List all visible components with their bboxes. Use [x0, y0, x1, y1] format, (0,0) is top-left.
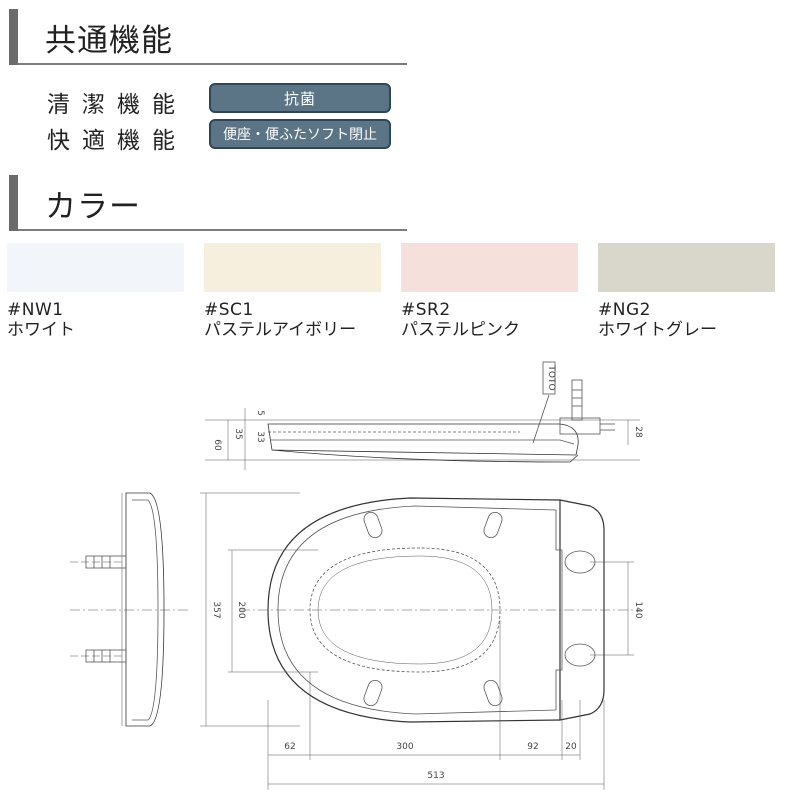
feature-label-comfort: 快適機能 — [47, 128, 187, 154]
feature-label-cleanliness: 清潔機能 — [47, 92, 187, 118]
dim-side-33: 33 — [255, 431, 265, 442]
dim-side-35: 35 — [233, 428, 243, 439]
top-view — [200, 492, 640, 790]
color-name: パステルピンク — [401, 320, 520, 340]
dim-width-62: 62 — [284, 742, 295, 752]
color-section-header: カラー — [9, 175, 407, 231]
side-view — [205, 361, 640, 470]
dim-width-513: 513 — [427, 771, 444, 781]
edge-view — [70, 492, 190, 727]
color-name: ホワイトグレー — [598, 320, 717, 340]
common-section-title: 共通機能 — [45, 23, 173, 59]
section-rule — [18, 229, 407, 231]
feature-badge-antibacterial: 抗菌 — [209, 83, 391, 113]
dim-side-5: 5 — [255, 410, 265, 416]
color-item-sr2: #SR2 パステルピンク — [401, 243, 578, 341]
hinge-bolt-bottom — [70, 649, 127, 663]
section-rule — [18, 63, 407, 65]
color-swatch — [7, 243, 184, 292]
feature-badge-soft-close: 便座・便ふたソフト閉止 — [209, 119, 391, 149]
hinge-bolt-top — [70, 555, 127, 569]
color-swatch — [401, 243, 578, 292]
dim-side-28: 28 — [633, 426, 643, 438]
color-code: #NG2 — [598, 300, 651, 320]
section-bar — [9, 175, 18, 231]
dim-height-200: 200 — [236, 601, 246, 618]
dim-width-300: 300 — [396, 742, 413, 752]
section-bar — [9, 9, 18, 65]
color-code: #NW1 — [7, 300, 64, 320]
brand-mark: TOTO — [546, 364, 556, 390]
dim-height-357: 357 — [211, 601, 221, 618]
dim-width-92: 92 — [527, 742, 538, 752]
color-item-sc1: #SC1 パステルアイボリー — [204, 243, 381, 341]
common-section-header: 共通機能 — [9, 9, 407, 65]
feature-row-comfort: 快適機能 便座・便ふたソフト閉止 — [47, 119, 407, 154]
color-item-ng2: #NG2 ホワイトグレー — [598, 243, 775, 341]
color-swatch — [598, 243, 775, 292]
color-name: パステルアイボリー — [204, 320, 357, 340]
dim-side-60: 60 — [212, 439, 222, 451]
color-section-title: カラー — [45, 189, 141, 225]
feature-row-cleanliness: 清潔機能 抗菌 — [47, 83, 407, 118]
color-item-nw1: #NW1 ホワイト — [7, 243, 184, 341]
color-code: #SR2 — [401, 300, 451, 320]
color-code: #SC1 — [204, 300, 254, 320]
dim-width-20: 20 — [565, 742, 577, 752]
color-name: ホワイト — [7, 320, 75, 340]
toilet-seat-drawing: TOTO 5 35 33 60 28 357 200 140 62 300 92… — [70, 361, 643, 790]
dim-height-140: 140 — [633, 601, 643, 618]
color-swatch — [204, 243, 381, 292]
